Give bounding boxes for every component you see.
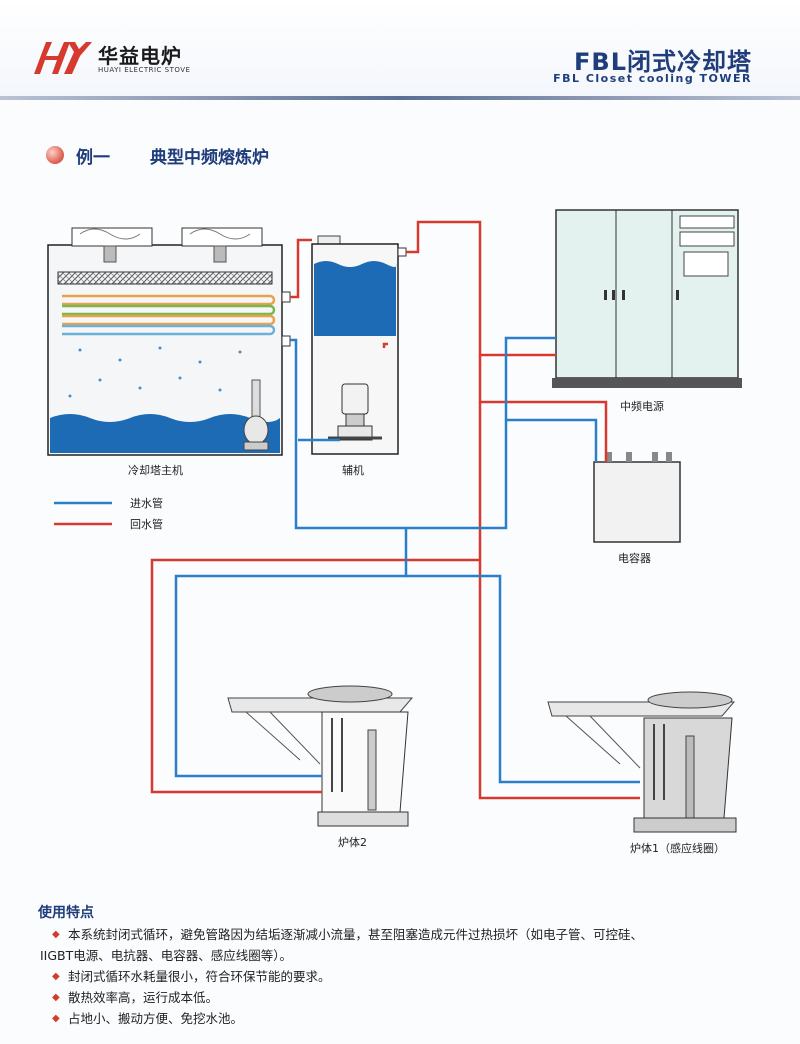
inlet-pipes bbox=[174, 336, 640, 784]
document-title: FBL闭式冷却塔 bbox=[574, 48, 752, 76]
header-rule bbox=[0, 96, 800, 100]
feature-text: 本系统封闭式循环，避免管路因为结垢逐渐减小流量，甚至阻塞造成元件过热损坏（如电子… bbox=[68, 927, 644, 942]
example-label: 例一 bbox=[76, 148, 110, 168]
legend-label-return: 回水管 bbox=[130, 517, 163, 531]
aux-unit-label: 辅机 bbox=[342, 463, 364, 477]
list-item: 散热效率高，运行成本低。 bbox=[40, 987, 760, 1008]
document-subtitle: FBL Closet cooling TOWER bbox=[553, 72, 752, 85]
furnace-1 bbox=[547, 691, 737, 833]
list-item: 封闭式循环水耗量很小，符合环保节能的要求。 bbox=[40, 966, 760, 987]
example-title: 典型中频熔炼炉 bbox=[150, 148, 269, 168]
fan-icon bbox=[181, 227, 263, 263]
legend-label-inlet: 进水管 bbox=[130, 496, 163, 510]
brand-name: 华益电炉 bbox=[98, 44, 182, 68]
return-pipes bbox=[150, 220, 640, 800]
capacitor-label: 电容器 bbox=[618, 551, 651, 565]
page-header bbox=[0, 0, 800, 100]
aux-unit bbox=[311, 235, 407, 455]
brand-subtitle: HUAYI ELECTRIC STOVE bbox=[98, 66, 191, 74]
capacitor-unit bbox=[593, 452, 681, 543]
legend: 进水管 回水管 bbox=[54, 496, 163, 531]
list-item: 占地小、搬动方便、免挖水池。 bbox=[40, 1008, 760, 1029]
feature-text: 封闭式循环水耗量很小，符合环保节能的要求。 bbox=[68, 969, 331, 984]
feature-text: 散热效率高，运行成本低。 bbox=[68, 990, 219, 1005]
cooling-tower-label: 冷却塔主机 bbox=[128, 463, 183, 477]
example-bullet-icon bbox=[46, 146, 64, 164]
feature-text: 占地小、搬动方便、免挖水池。 bbox=[68, 1011, 244, 1026]
furnace-2 bbox=[227, 685, 414, 827]
furnace2-label: 炉体2 bbox=[338, 835, 367, 849]
list-item: 本系统封闭式循环，避免管路因为结垢逐渐减小流量，甚至阻塞造成元件过热损坏（如电子… bbox=[40, 924, 760, 966]
power-supply-cabinet bbox=[552, 209, 742, 388]
cooling-tower-unit bbox=[47, 227, 291, 456]
furnace1-label: 炉体1（感应线圈） bbox=[630, 841, 725, 855]
huayi-logo-icon bbox=[34, 42, 92, 74]
fan-icon bbox=[71, 227, 153, 263]
power-supply-label: 中频电源 bbox=[620, 399, 664, 413]
cooling-system-diagram: 冷却塔主机 辅机 中频电源 电容器 炉体2 炉体1（感应线圈） 进水管 回水管 bbox=[47, 209, 742, 855]
feature-list: 本系统封闭式循环，避免管路因为结垢逐渐减小流量，甚至阻塞造成元件过热损坏（如电子… bbox=[40, 924, 760, 1029]
feature-text-continued: IIGBT电源、电抗器、电容器、感应线圈等）。 bbox=[40, 948, 293, 963]
features-title: 使用特点 bbox=[38, 905, 94, 921]
